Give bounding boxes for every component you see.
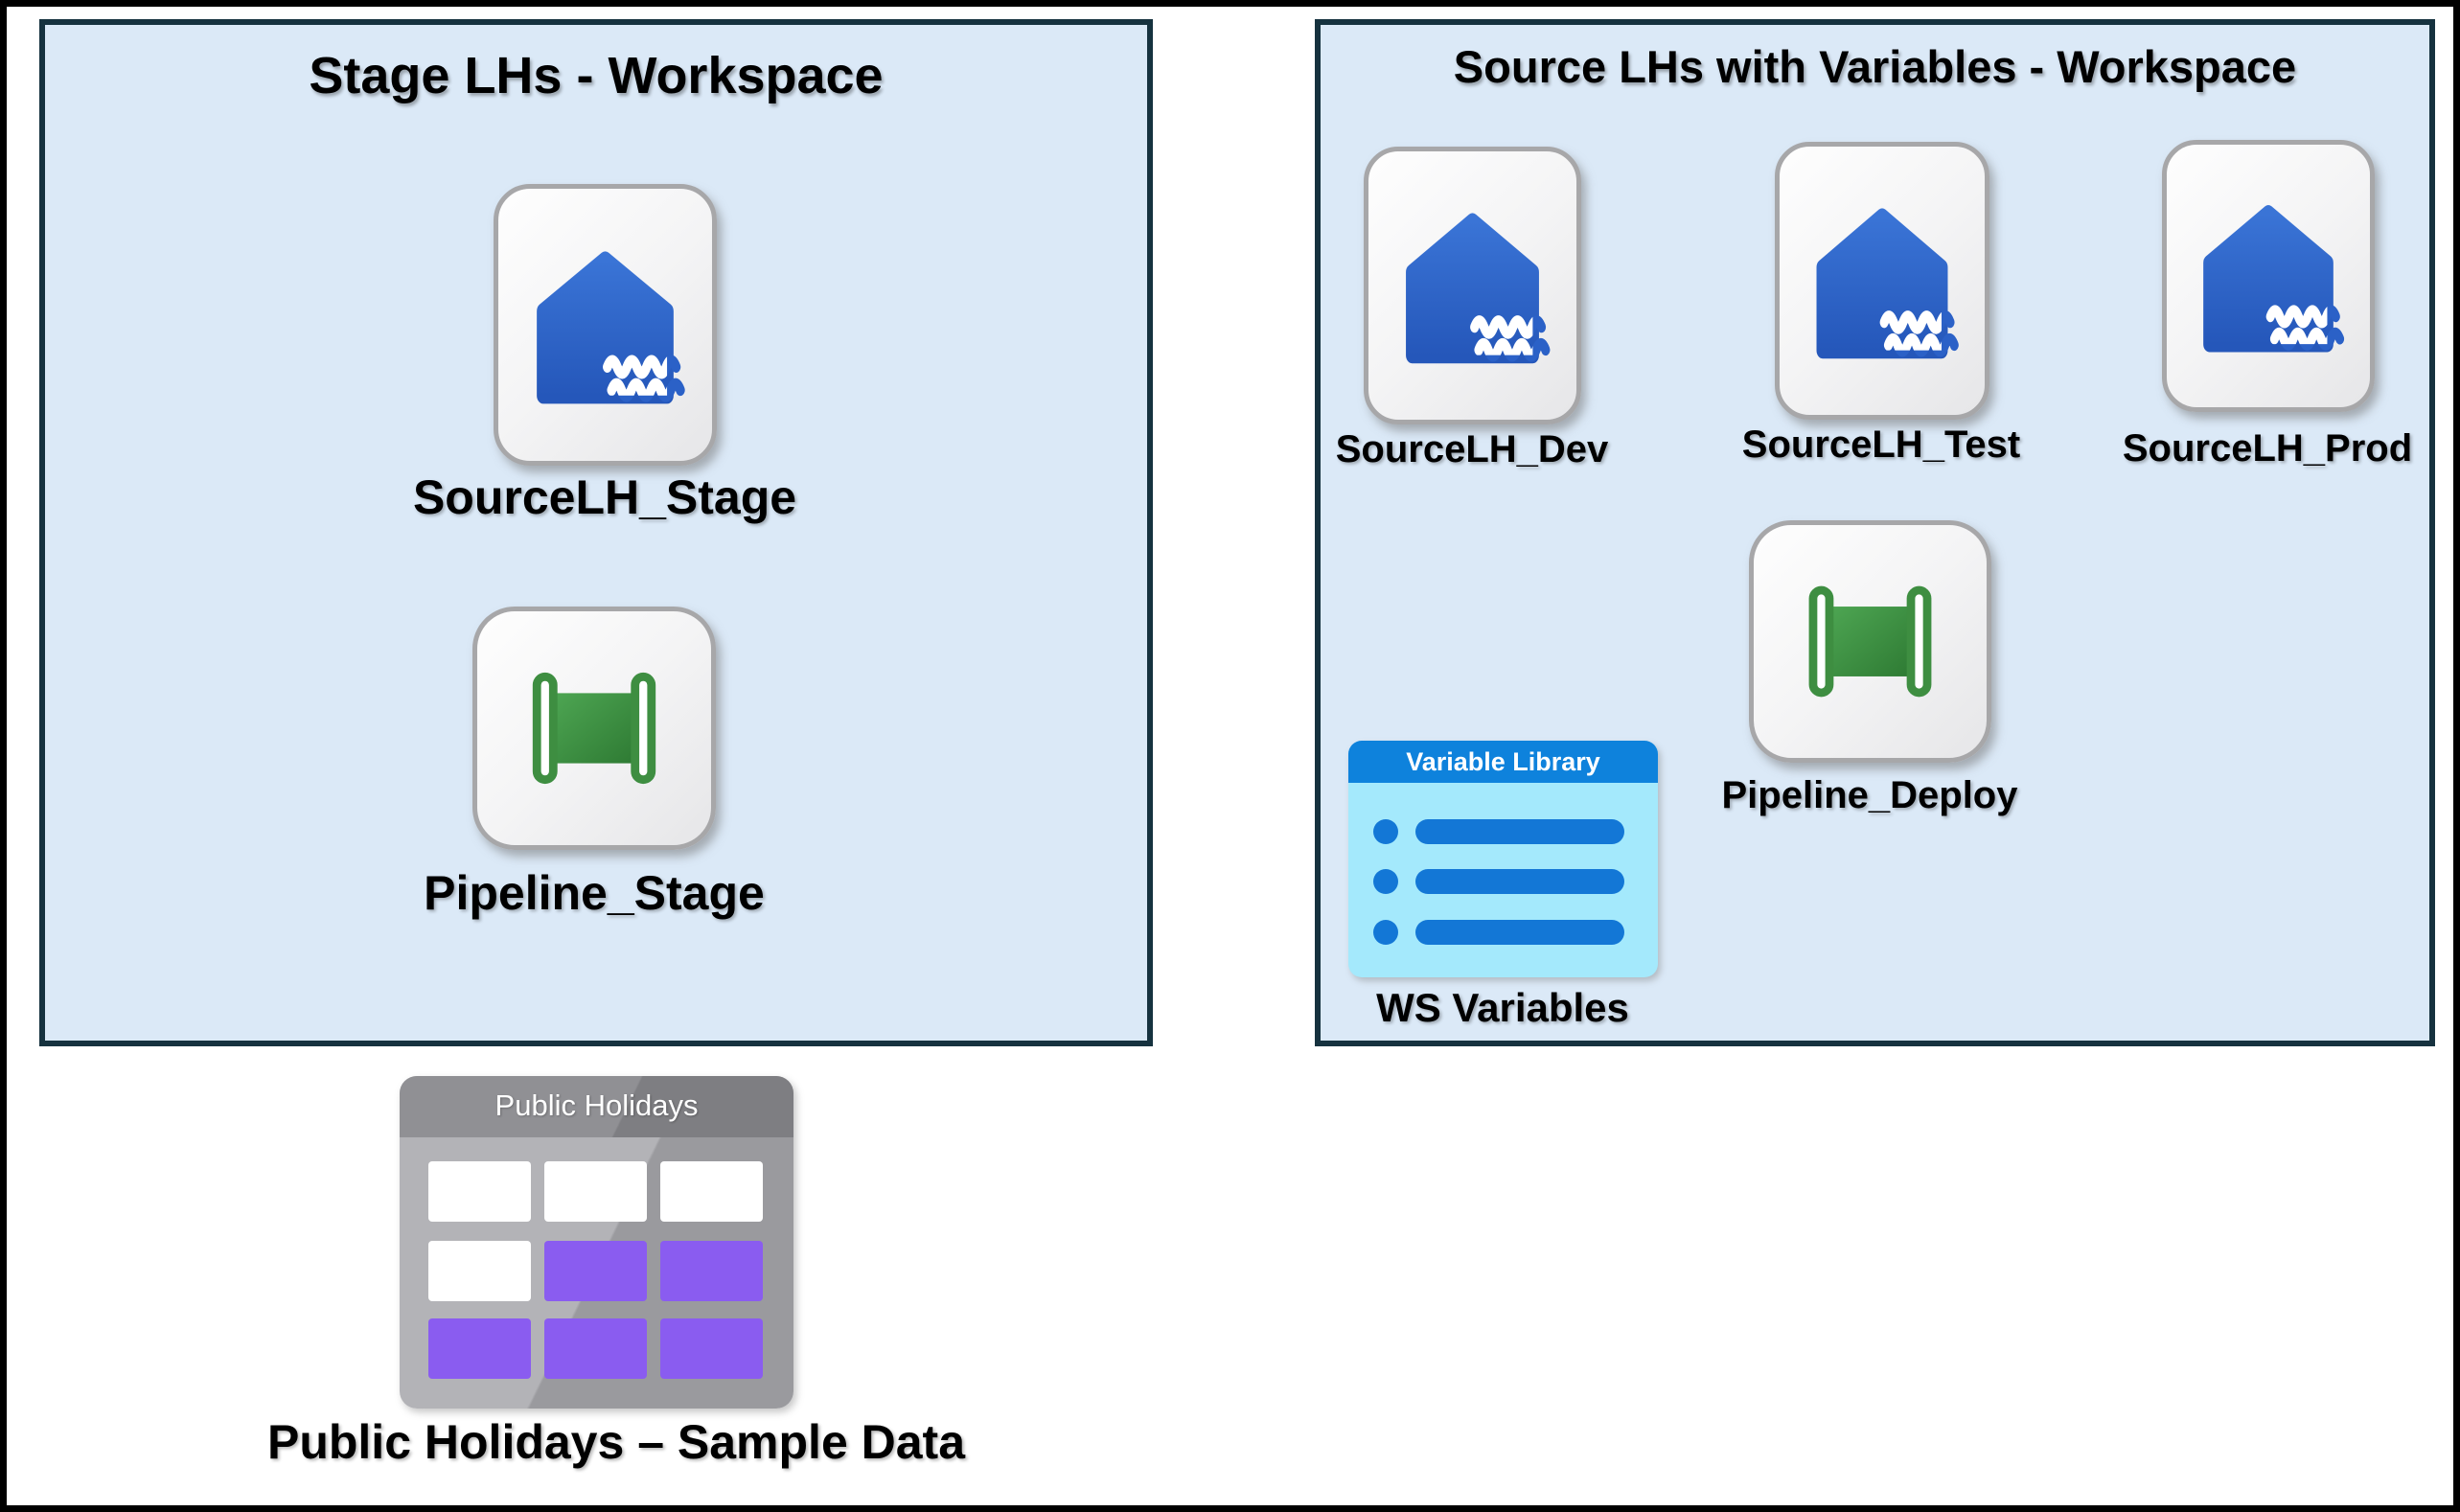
item-label-sourcelh-dev: SourceLH_Dev: [1335, 428, 1609, 470]
table-cell-purple: [428, 1318, 531, 1379]
variable-row: [1348, 819, 1658, 844]
workspace-title: Stage LHs - Workspace: [309, 47, 884, 104]
lakehouse-tile-dev: [1364, 147, 1581, 424]
workspace-title: Source LHs with Variables - Workspace: [1453, 41, 2297, 92]
item-label-pipeline-stage: Pipeline_Stage: [424, 866, 765, 920]
lakehouse-icon: [537, 251, 685, 404]
item-label-sourcelh-prod: SourceLH_Prod: [2122, 427, 2413, 470]
variable-bar: [1415, 819, 1624, 844]
variable-bar: [1415, 869, 1624, 894]
variable-bar: [1415, 920, 1624, 945]
bullet-icon: [1373, 920, 1398, 945]
lakehouse-icon: [1406, 213, 1551, 364]
table-cell-white: [428, 1241, 531, 1301]
table-cell-purple: [544, 1241, 647, 1301]
bullet-icon: [1373, 819, 1398, 844]
table-cell-white: [544, 1161, 647, 1222]
item-label-sourcelh-stage: SourceLH_Stage: [412, 470, 797, 524]
table-cell-white: [660, 1161, 763, 1222]
item-label-ws-variables: WS Variables: [1376, 985, 1629, 1030]
pipeline-tile-deploy: [1749, 520, 1991, 763]
variable-library-tile: Variable Library: [1348, 741, 1658, 977]
lakehouse-tile-prod: [2162, 140, 2375, 412]
table-cell-purple: [544, 1318, 647, 1379]
public-holidays-table-icon: Public Holidays: [400, 1076, 793, 1409]
variable-row: [1348, 869, 1658, 894]
variable-library-header: Variable Library: [1348, 741, 1658, 783]
pipeline-icon: [1808, 585, 1932, 698]
item-label-pipeline-deploy: Pipeline_Deploy: [1721, 774, 2018, 816]
variable-row: [1348, 920, 1658, 945]
bullet-icon: [1373, 869, 1398, 894]
sample-data-caption: Public Holidays – Sample Data: [266, 1415, 966, 1469]
item-label-sourcelh-test: SourceLH_Test: [1741, 424, 2021, 466]
table-cell-purple: [660, 1241, 763, 1301]
pipeline-icon: [532, 672, 656, 785]
pipeline-tile-stage: [472, 607, 716, 850]
lakehouse-icon: [2203, 205, 2345, 353]
table-cell-purple: [660, 1318, 763, 1379]
lakehouse-tile-stage: [494, 184, 717, 466]
lakehouse-tile-test: [1775, 142, 1989, 420]
lakehouse-icon: [1816, 208, 1959, 359]
table-header: Public Holidays: [400, 1076, 793, 1137]
table-cell-white: [428, 1161, 531, 1222]
